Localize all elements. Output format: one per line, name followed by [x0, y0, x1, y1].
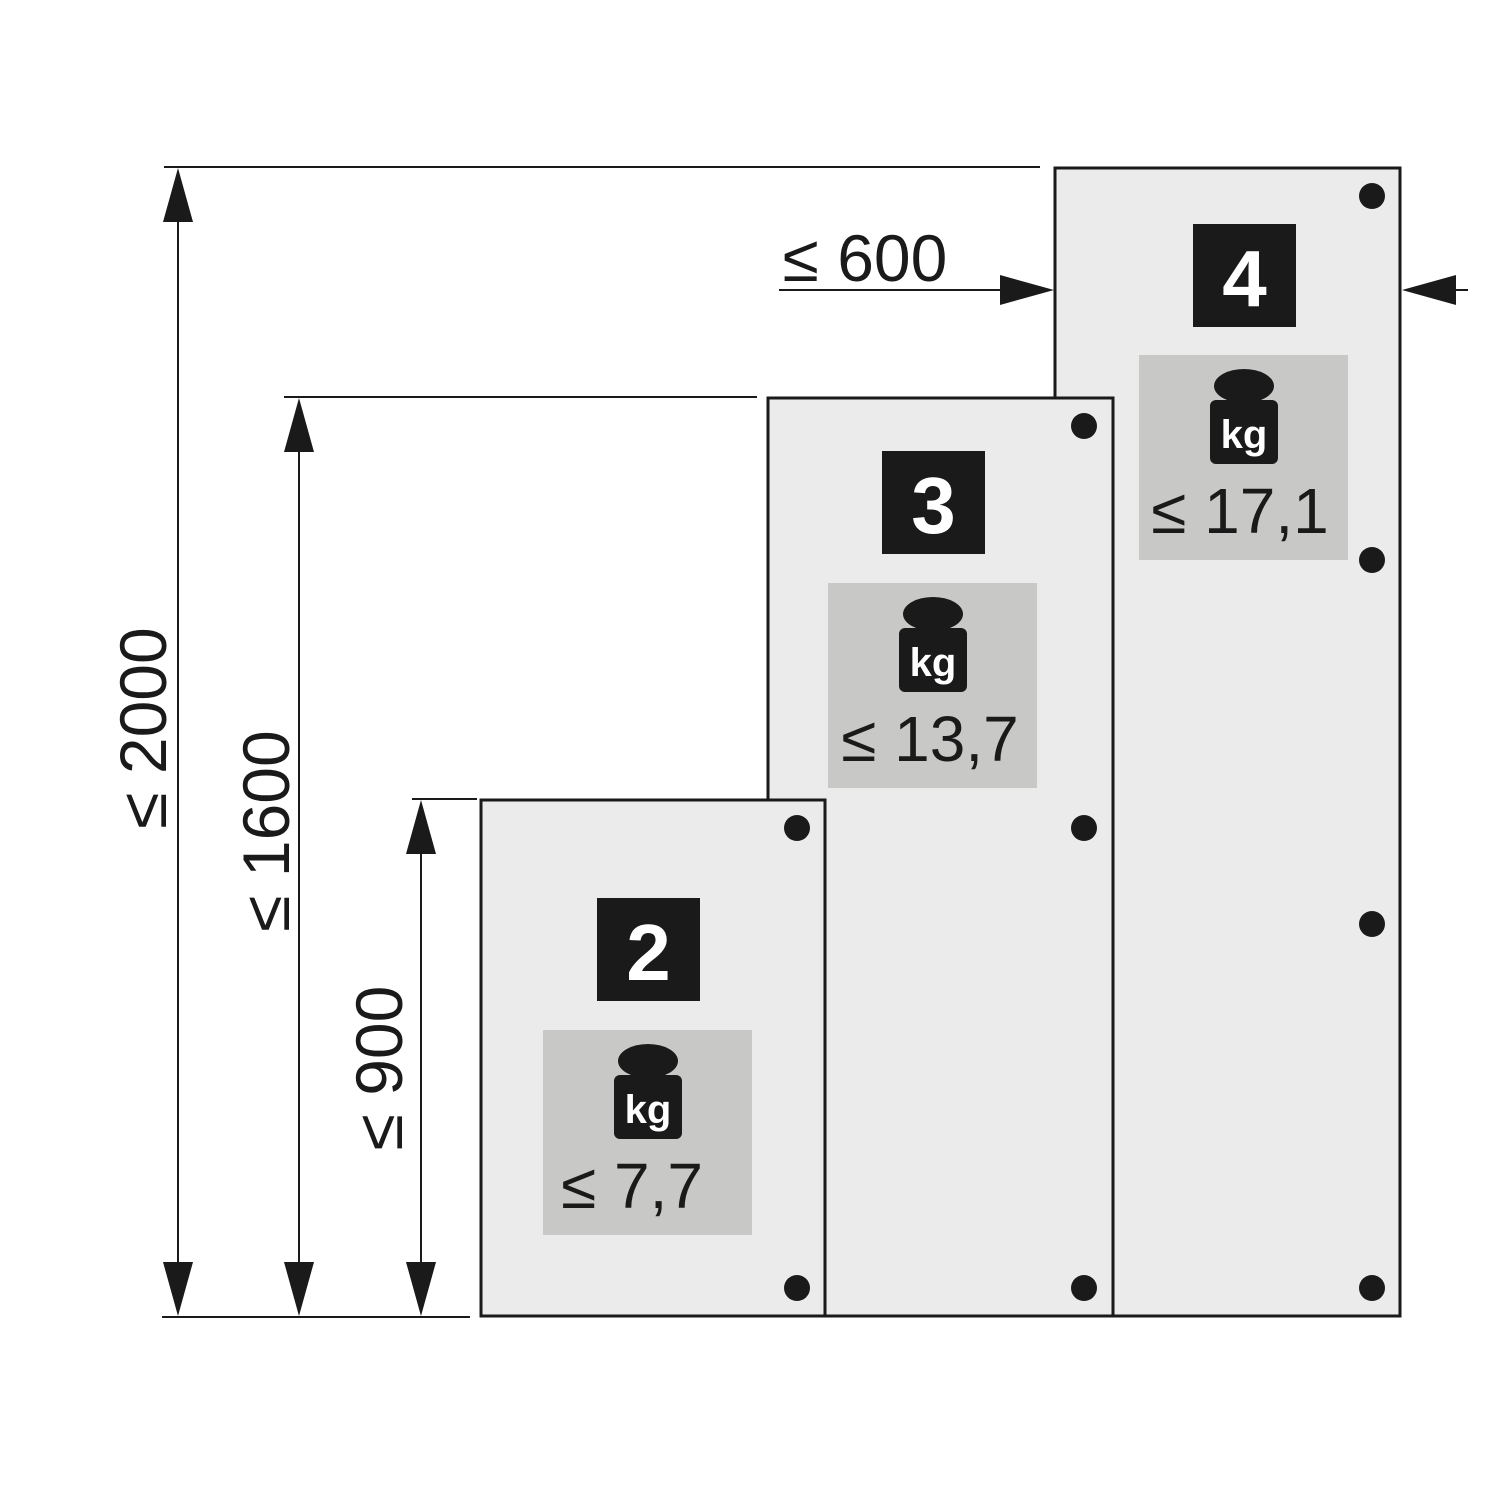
hinge-dot: [1359, 911, 1385, 937]
height-label-2000: ≤ 2000: [106, 627, 180, 828]
weight-limit-3: ≤ 13,7: [841, 703, 1018, 775]
kg-weight-icon: kg: [1210, 369, 1278, 464]
kg-label: kg: [910, 641, 957, 685]
hinge-dot: [784, 1275, 810, 1301]
arrow-down-icon: [284, 1262, 314, 1316]
hinge-dot: [1359, 547, 1385, 573]
hinge-count-badge-2: 2: [597, 898, 700, 1001]
weight-limit-2: ≤ 7,7: [561, 1150, 703, 1222]
arrow-left-icon: [1402, 275, 1456, 305]
weight-box-4: kg ≤ 17,1: [1139, 355, 1348, 560]
hinge-dot: [784, 815, 810, 841]
dimension-1600: ≤ 1600: [229, 396, 757, 1316]
dimension-900: ≤ 900: [342, 798, 477, 1316]
kg-weight-icon: kg: [614, 1044, 682, 1139]
arrow-up-icon: [406, 800, 436, 854]
width-label-600: ≤ 600: [783, 221, 948, 295]
weight-limit-4: ≤ 17,1: [1151, 475, 1328, 547]
hinge-dot: [1359, 1275, 1385, 1301]
hinge-dot: [1071, 413, 1097, 439]
kg-label: kg: [625, 1088, 672, 1132]
hinge-count-badge-4: 4: [1193, 224, 1296, 327]
height-label-1600: ≤ 1600: [229, 730, 303, 931]
weight-box-2: kg ≤ 7,7: [543, 1030, 752, 1235]
arrow-down-icon: [163, 1262, 193, 1316]
hinge-dot: [1359, 183, 1385, 209]
kg-weight-icon: kg: [899, 597, 967, 692]
hinge-dot: [1071, 815, 1097, 841]
dimension-600: ≤ 600: [779, 221, 1468, 305]
hinge-dots: [784, 183, 1385, 1301]
arrow-right-icon: [1000, 275, 1054, 305]
height-label-900: ≤ 900: [342, 986, 416, 1151]
kg-label: kg: [1221, 413, 1268, 457]
hinge-count-4: 4: [1222, 234, 1267, 323]
arrow-up-icon: [284, 398, 314, 452]
dimension-2000: ≤ 2000: [106, 166, 1040, 1318]
hinge-count-2: 2: [626, 908, 671, 997]
hinge-count-3: 3: [911, 461, 956, 550]
arrow-up-icon: [163, 168, 193, 222]
weight-box-3: kg ≤ 13,7: [828, 583, 1037, 788]
hinge-count-badge-3: 3: [882, 451, 985, 554]
hinge-dot: [1071, 1275, 1097, 1301]
arrow-down-icon: [406, 1262, 436, 1316]
